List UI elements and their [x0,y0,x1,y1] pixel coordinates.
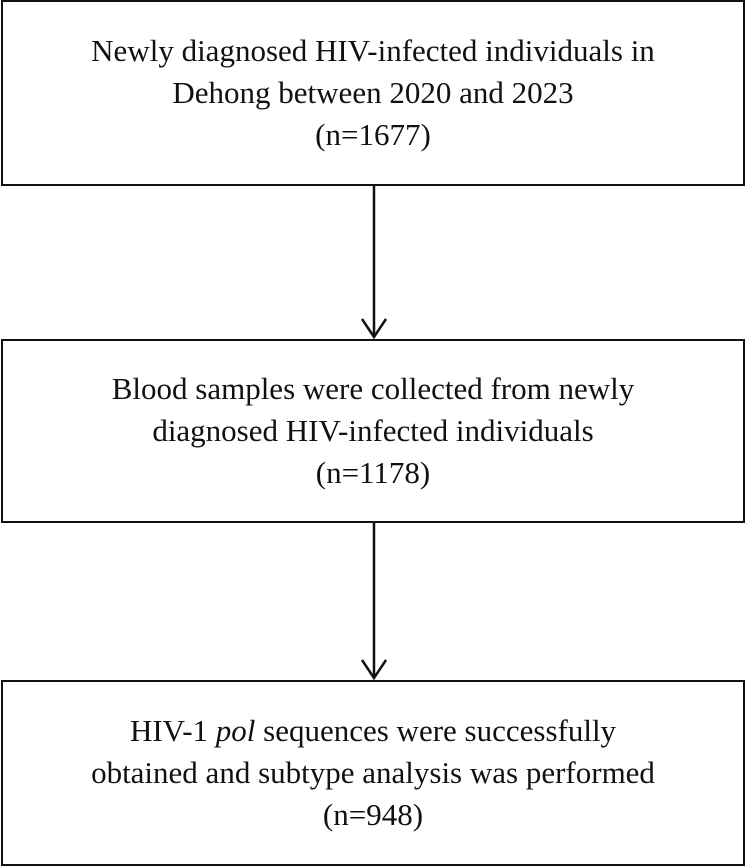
step-2-line-2: diagnosed HIV-infected individuals [152,413,594,448]
step-2-count: (n=1178) [315,455,431,490]
step-1-box: Newly diagnosed HIV-infected individuals… [1,0,745,186]
arrow-down-icon [360,186,388,339]
step-3-line-2: obtained and subtype analysis was perfor… [91,755,655,790]
step-1-count: (n=1677) [315,117,431,152]
step-1-line-1: Newly diagnosed HIV-infected individuals… [91,33,655,68]
step-1-line-2: Dehong between 2020 and 2023 [172,75,574,110]
arrow-down-icon [360,523,388,680]
step-3-line-1-prefix: HIV-1 [129,713,216,748]
step-3-gene-name: pol [215,713,256,748]
step-3-box: HIV-1 pol sequences were successfully ob… [1,680,745,866]
step-2-line-1: Blood samples were collected from newly [111,371,635,406]
step-3-line-1-suffix: sequences were successfully [255,713,617,748]
step-3-line-1: HIV-1 pol sequences were successfully [130,710,616,752]
step-2-box: Blood samples were collected from newly … [1,339,745,523]
step-3-count: (n=948) [322,797,424,832]
